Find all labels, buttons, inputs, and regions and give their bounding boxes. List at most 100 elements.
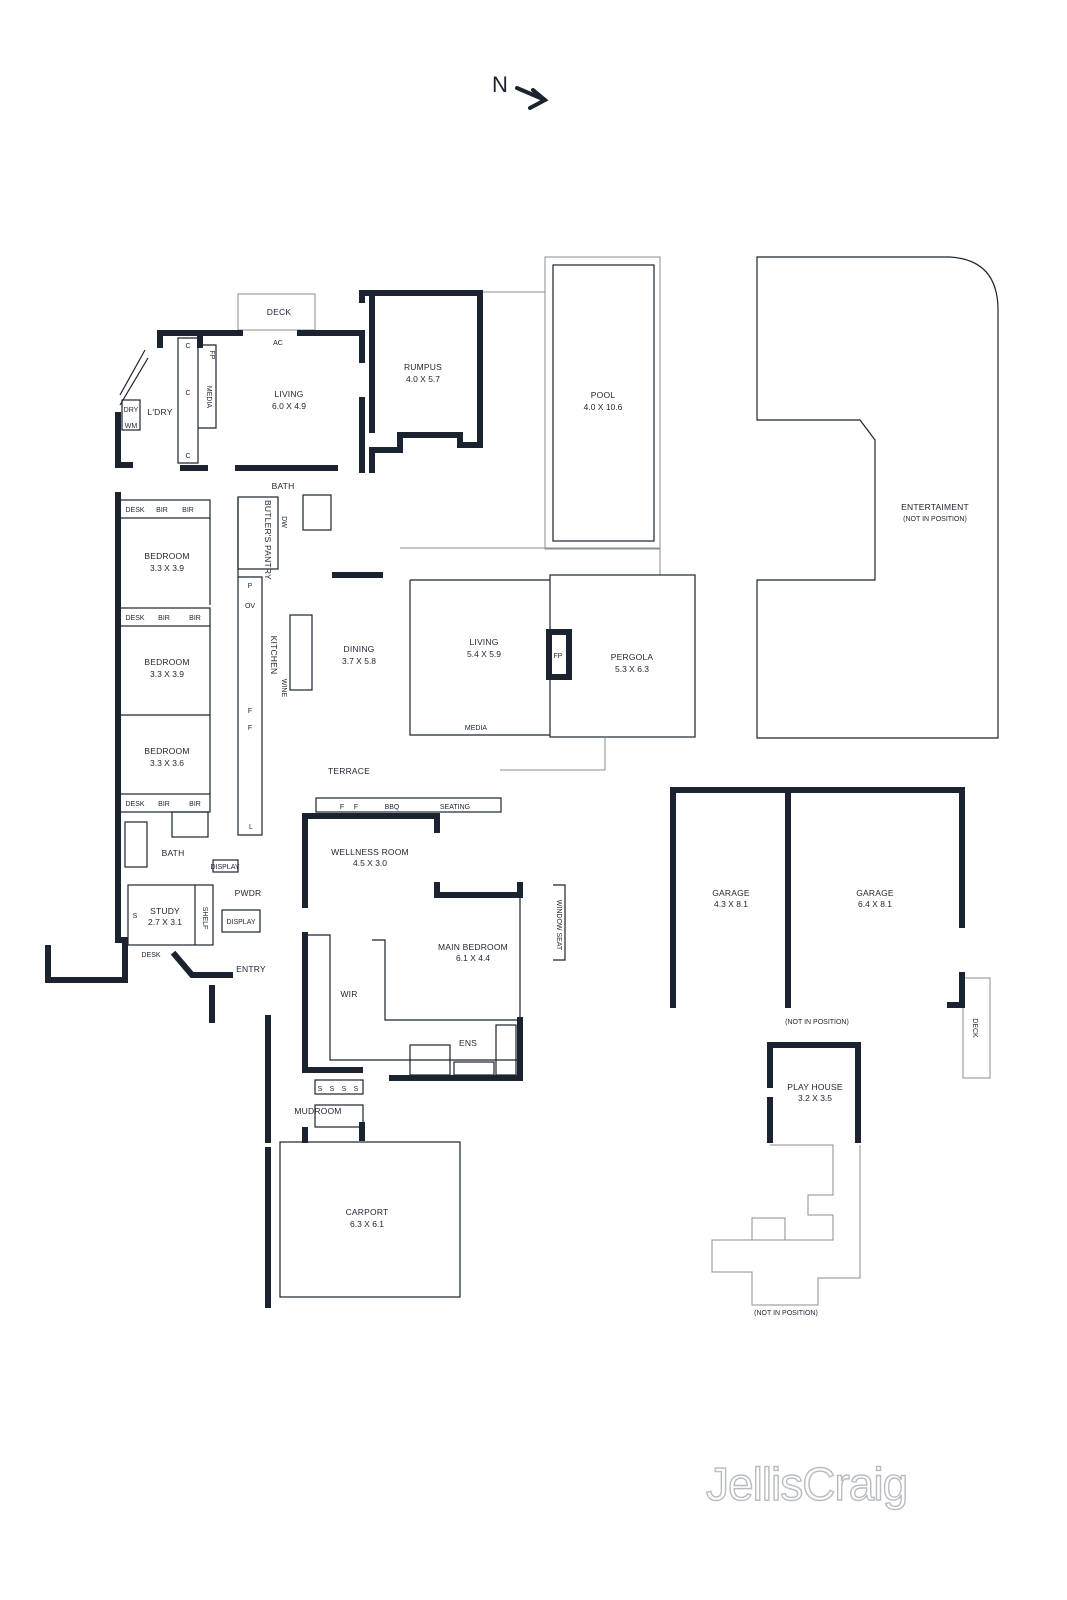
terrace-fridge-2: F — [354, 804, 358, 811]
bir-label-4: BIR — [189, 615, 201, 622]
outdoor-outlines — [237, 256, 999, 1306]
playhouse-label: PLAY HOUSE — [787, 1082, 843, 1092]
bir-label-3: BIR — [158, 615, 170, 622]
north-compass: N — [492, 72, 549, 110]
house-walls — [45, 290, 965, 1308]
garage1-dim: 4.3 X 8.1 — [714, 899, 748, 909]
pantry-p-label: P — [248, 583, 253, 590]
closet-label-3: C — [185, 453, 190, 460]
dw-label: DW — [280, 516, 287, 528]
north-letter: N — [492, 72, 508, 97]
desk-label-4: DESK — [141, 952, 160, 959]
dining-dim: 3.7 X 5.8 — [342, 656, 376, 666]
playhouse-dim: 3.2 X 3.5 — [798, 1093, 832, 1103]
main-bedroom-label: MAIN BEDROOM — [438, 942, 508, 952]
bir-label-2: BIR — [182, 507, 194, 514]
deck-garage-outline — [962, 977, 991, 1079]
bir-label-6: BIR — [189, 801, 201, 808]
pool-dim: 4.0 X 10.6 — [584, 402, 623, 412]
entertainment-note: (NOT IN POSITION) — [903, 516, 967, 523]
pool-surround — [544, 256, 661, 550]
bedroom3-label: BEDROOM — [144, 746, 189, 756]
bir-label-5: BIR — [158, 801, 170, 808]
fp1-label: FP — [208, 351, 215, 360]
bir-label-1: BIR — [156, 507, 168, 514]
north-arrow-icon — [515, 86, 549, 110]
wir-label: WIR — [340, 989, 357, 999]
bbq-label: BBQ — [385, 804, 400, 811]
interior-lines — [119, 337, 572, 1298]
butlers-pantry-label: BUTLER'S PANTRY — [263, 500, 273, 580]
closet-label-1: C — [185, 343, 190, 350]
study-s-label: S — [133, 913, 138, 920]
dining-label: DINING — [344, 644, 375, 654]
terrace-fridge-1: F — [340, 804, 344, 811]
pergola-label: PERGOLA — [611, 652, 654, 662]
storage-s-label-1: S — [318, 1086, 323, 1093]
ac-label: AC — [273, 340, 283, 347]
brand-logo: JellisCraig — [706, 1458, 907, 1510]
desk-label-1: DESK — [125, 507, 144, 514]
entertainment-label: ENTERTAIMENT — [901, 502, 969, 512]
entertainment-outline — [756, 256, 999, 739]
storage-s-label-4: S — [354, 1086, 359, 1093]
entry-label: ENTRY — [236, 964, 266, 974]
display-label-2: DISPLAY — [226, 919, 255, 926]
rumpus-label: RUMPUS — [404, 362, 442, 372]
storage-s-label-2: S — [330, 1086, 335, 1093]
desk-label-2: DESK — [125, 615, 144, 622]
storage-s-label-3: S — [342, 1086, 347, 1093]
main-bedroom-dim: 6.1 X 4.4 — [456, 953, 490, 963]
mudroom-label: MUDROOM — [294, 1106, 341, 1116]
bath2-label: BATH — [162, 848, 185, 858]
terrace-label: TERRACE — [328, 766, 370, 776]
pool-outline — [552, 264, 655, 542]
living2-label: LIVING — [469, 637, 498, 647]
pergola-dim: 5.3 X 6.3 — [615, 664, 649, 674]
seating-label: SEATING — [440, 804, 470, 811]
study-label: STUDY — [150, 906, 180, 916]
garage1-label: GARAGE — [712, 888, 750, 898]
fridge-f-label-1: F — [248, 708, 252, 715]
wine-label: WINE — [280, 679, 287, 698]
kitchen-label: KITCHEN — [269, 636, 279, 675]
study-dim: 2.7 X 3.1 — [148, 917, 182, 927]
pwdr-label: PWDR — [235, 888, 262, 898]
wellness-label: WELLNESS ROOM — [331, 847, 409, 857]
pool-label: POOL — [591, 390, 615, 400]
bedroom2-dim: 3.3 X 3.9 — [150, 669, 184, 679]
garage-note: (NOT IN POSITION) — [785, 1019, 849, 1026]
laundry-label: L'DRY — [147, 407, 172, 417]
bedroom1-dim: 3.3 X 3.9 — [150, 563, 184, 573]
carport-dim: 6.3 X 6.1 — [350, 1219, 384, 1229]
shelf-label: SHELF — [201, 907, 208, 930]
playhouse-note: (NOT IN POSITION) — [754, 1310, 818, 1317]
display-label-1: DISPLAY — [210, 864, 239, 871]
fridge-f-label-2: F — [248, 725, 252, 732]
carport-label: CARPORT — [346, 1207, 389, 1217]
dry-label: DRY — [124, 407, 139, 414]
oven-label: OV — [245, 603, 255, 610]
closet-label-2: C — [185, 390, 190, 397]
living1-dim: 6.0 X 4.9 — [272, 401, 306, 411]
l-label: L — [249, 824, 253, 831]
desk-label-3: DESK — [125, 801, 144, 808]
bedroom2-label: BEDROOM — [144, 657, 189, 667]
wm-label: WM — [125, 423, 138, 430]
deck-top-label: DECK — [267, 307, 292, 317]
bedroom1-label: BEDROOM — [144, 551, 189, 561]
playhouse-path — [711, 1144, 861, 1306]
living2-dim: 5.4 X 5.9 — [467, 649, 501, 659]
garage2-dim: 6.4 X 8.1 — [858, 899, 892, 909]
rumpus-dim: 4.0 X 5.7 — [406, 374, 440, 384]
deck-garage-label: DECK — [971, 1018, 978, 1038]
room-labels: DECK AC LIVING 6.0 X 4.9 RUMPUS 4.0 X 5.… — [124, 307, 978, 1317]
garage2-label: GARAGE — [856, 888, 894, 898]
living1-label: LIVING — [274, 389, 303, 399]
window-seat-label: WINDOW SEAT — [555, 900, 562, 951]
media1-label: MEDIA — [205, 386, 212, 409]
bedroom3-dim: 3.3 X 3.6 — [150, 758, 184, 768]
deck-top-outline — [237, 293, 316, 331]
bath1-label: BATH — [272, 481, 295, 491]
